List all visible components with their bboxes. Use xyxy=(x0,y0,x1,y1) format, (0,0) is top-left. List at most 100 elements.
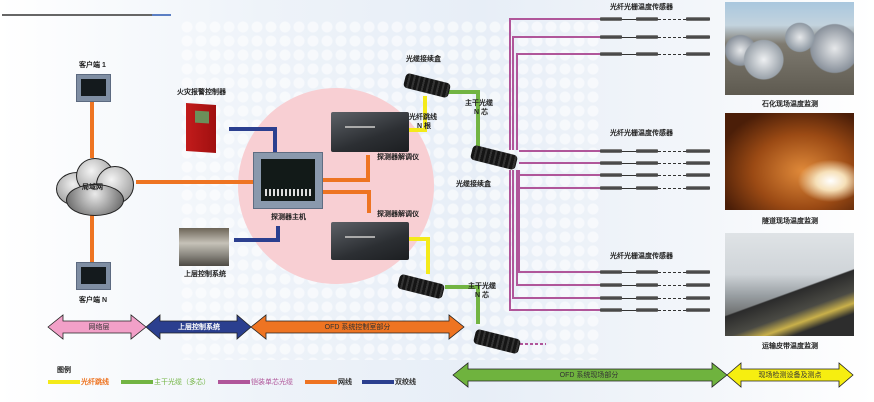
splice-box-mid-label: 光缆接续盒 xyxy=(456,181,491,188)
legend-swatch xyxy=(305,380,337,385)
client-n-monitor[interactable] xyxy=(76,262,111,290)
lan-cloud-label: 局域网 xyxy=(82,184,103,191)
fiber-link xyxy=(658,163,686,164)
grating-sensor xyxy=(600,186,622,190)
zone-network-label: 网络层 xyxy=(88,324,110,331)
client-1-label: 客户端 1 xyxy=(79,62,106,69)
fiber-link xyxy=(658,54,686,55)
demodulator-1[interactable] xyxy=(331,112,409,152)
sensor-chain xyxy=(600,283,725,288)
network-cables xyxy=(90,100,371,262)
sensor-chain xyxy=(600,270,725,275)
grating-sensor xyxy=(686,161,710,165)
zone-field-label: OFD 系统现场部分 xyxy=(559,372,619,379)
sensor-chain xyxy=(600,52,725,57)
grating-sensor xyxy=(600,52,622,56)
fiber-link xyxy=(658,151,686,152)
jumper-demod2-box xyxy=(409,237,430,274)
legend-item-fiber-jumper: 光纤跳线 xyxy=(48,378,109,387)
upper-control-label: 上层控制系统 xyxy=(184,271,226,278)
grating-sensor xyxy=(636,17,658,21)
demodulator-2-label: 探测器解调仪 xyxy=(377,211,419,218)
fiber-link xyxy=(622,175,636,176)
grating-sensor xyxy=(686,296,710,300)
upper-control-photo[interactable] xyxy=(179,228,229,266)
grating-sensor xyxy=(686,173,710,177)
demodulator-2[interactable] xyxy=(331,222,409,260)
legend-swatch xyxy=(121,380,153,385)
trunk-cables xyxy=(445,90,480,324)
grating-sensor xyxy=(636,161,658,165)
trunk-cable-2-label: 主干光缆 xyxy=(468,283,496,290)
sensor-chain xyxy=(600,186,725,191)
fiber-link xyxy=(622,298,636,299)
grating-sensor xyxy=(600,161,622,165)
lan-cloud[interactable]: 局域网 xyxy=(48,156,136,216)
fiber-link xyxy=(658,298,686,299)
client-1-monitor[interactable] xyxy=(76,74,111,102)
fiber-link xyxy=(622,151,636,152)
grating-sensor xyxy=(686,308,710,312)
petrochemical-site-photo xyxy=(725,2,854,95)
jumper-demod1-box xyxy=(409,96,427,132)
fiber-link xyxy=(622,37,636,38)
grating-sensor xyxy=(600,149,622,153)
sensor-group-2-title: 光纤光栅温度传感器 xyxy=(610,130,673,137)
fire-alarm-label: 火灾报警控制器 xyxy=(177,89,226,96)
fiber-link xyxy=(622,272,636,273)
fiber-link xyxy=(658,19,686,20)
legend-item-network-cable: 网线 xyxy=(305,378,352,387)
grating-sensor xyxy=(636,296,658,300)
grating-sensor xyxy=(636,283,658,287)
fiber-link xyxy=(622,285,636,286)
conveyor-site-label: 运输皮带温度监测 xyxy=(762,343,818,350)
sensor-chain xyxy=(600,296,725,301)
conveyor-site-photo xyxy=(725,233,854,336)
legend-item-trunk-cable: 主干光缆（多芯） xyxy=(121,378,210,387)
zone-control-room-label: OFD 系统控制室部分 xyxy=(324,324,391,331)
grating-sensor xyxy=(686,186,710,190)
grating-sensor xyxy=(600,296,622,300)
fiber-link xyxy=(622,19,636,20)
splice-box-top-label: 光缆接续盒 xyxy=(406,56,441,63)
detector-host[interactable] xyxy=(253,152,323,209)
fiber-link xyxy=(622,163,636,164)
trunk-cable-1-label: 主干光缆 xyxy=(465,100,493,107)
cable-host-demod1 xyxy=(322,155,370,182)
fiber-link xyxy=(622,54,636,55)
grating-sensor xyxy=(686,35,710,39)
grating-sensor xyxy=(686,283,710,287)
grating-sensor xyxy=(636,270,658,274)
grating-sensor xyxy=(600,283,622,287)
grating-sensor xyxy=(600,270,622,274)
trunk-bottom xyxy=(445,285,480,324)
trunk-top xyxy=(447,90,480,148)
zone-upper-control-label: 上层控制系统 xyxy=(178,324,220,331)
legend-item-armored-cable: 铠装单芯光缆 xyxy=(218,378,293,387)
tunnel-site-label: 隧道现场温度监测 xyxy=(762,218,818,225)
client-n-label: 客户端 N xyxy=(79,297,107,304)
armored-cables xyxy=(509,18,600,345)
grating-sensor xyxy=(600,173,622,177)
grating-sensor xyxy=(686,17,710,21)
fiber-link xyxy=(658,310,686,311)
fire-alarm-controller[interactable] xyxy=(186,102,216,154)
detector-host-label: 探测器主机 xyxy=(271,214,306,221)
fiber-link xyxy=(658,188,686,189)
sensor-chain xyxy=(600,308,725,313)
header-rule-accent xyxy=(152,14,171,16)
legend-swatch xyxy=(218,380,250,385)
twisted-pair-cables xyxy=(229,127,280,242)
fiber-link xyxy=(658,175,686,176)
petrochemical-site-label: 石化现场温度监测 xyxy=(762,101,818,108)
legend-title: 图例 xyxy=(57,367,71,374)
legend-item-twisted-pair: 双绞线 xyxy=(362,378,416,387)
legend-swatch xyxy=(362,380,394,385)
sensor-chain xyxy=(600,35,725,40)
grating-sensor xyxy=(636,149,658,153)
trunk-cable-1-cores: N 芯 xyxy=(474,109,488,116)
fiber-jumper-count: N 根 xyxy=(417,123,431,130)
fiber-link xyxy=(622,310,636,311)
header-rule xyxy=(2,14,152,16)
